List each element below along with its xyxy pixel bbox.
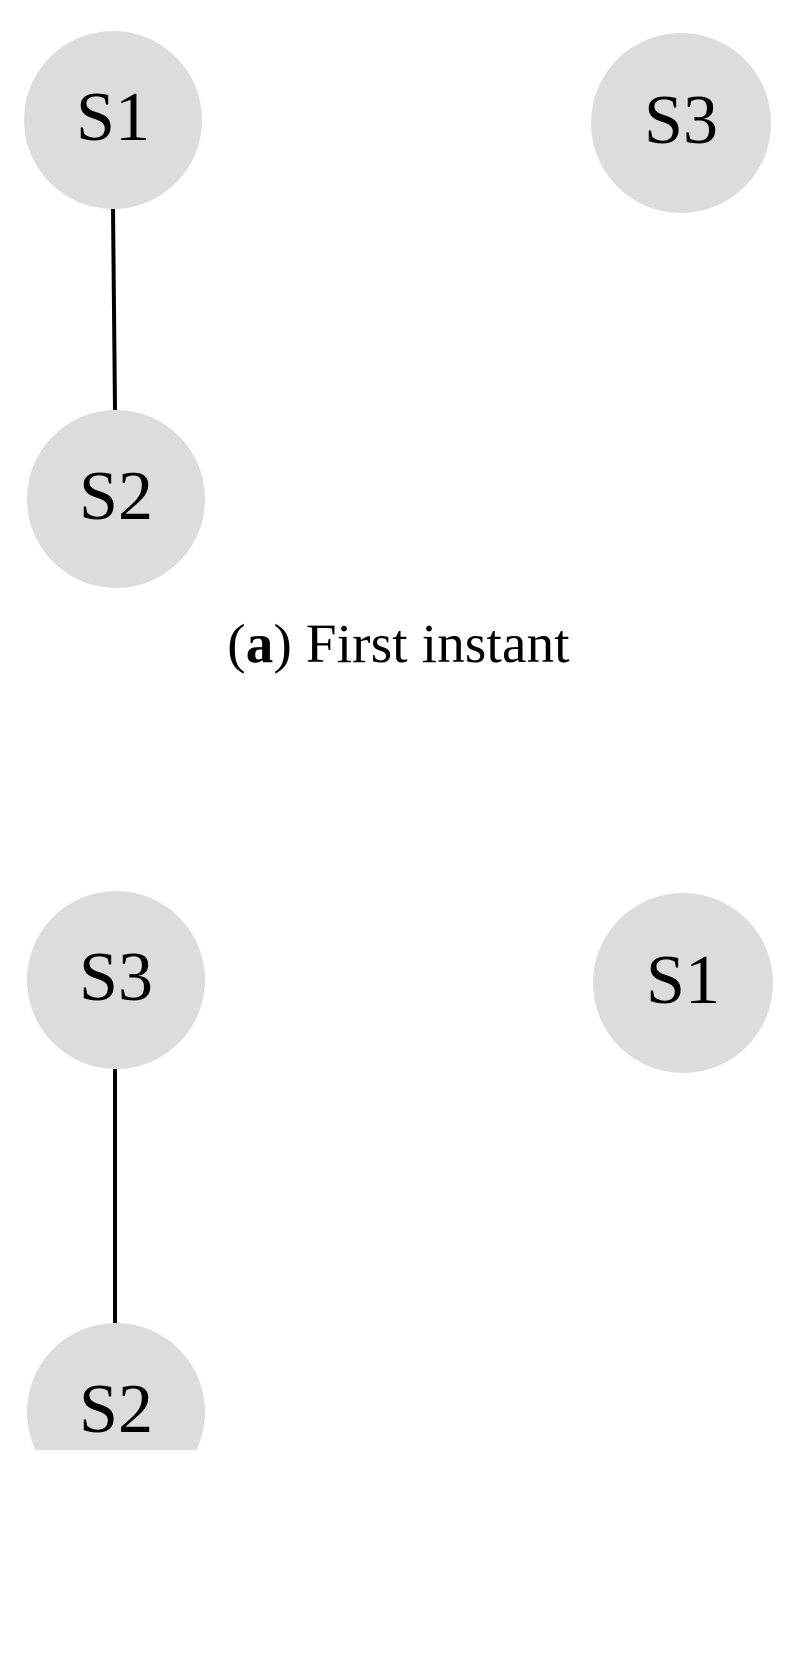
caption-paren-close: ) [273,613,292,674]
graph-a: S1 S3 S2 [0,0,797,620]
node-label: S3 [644,82,718,159]
node-b-1[interactable]: S3 [27,891,205,1069]
graph-b: S3 S1 S2 [0,830,797,1450]
node-b-2[interactable]: S1 [593,893,773,1073]
node-b-3[interactable]: S2 [27,1323,205,1450]
caption-tag-letter: a [245,613,274,674]
panel-second-instant: S3 S1 S2 (b) Second instant [0,830,797,1660]
node-a-2[interactable]: S3 [591,33,771,213]
node-circle[interactable] [593,893,773,1073]
node-label: S2 [79,458,153,535]
node-circle[interactable] [591,33,771,213]
node-circle[interactable] [27,410,205,588]
panel-first-instant: S1 S3 S2 (a) First instant [0,0,797,673]
node-circle[interactable] [27,891,205,1069]
edge-s1-s2 [111,208,117,411]
caption-text: First instant [291,613,570,674]
node-label: S1 [76,79,150,156]
node-circle[interactable] [27,1323,205,1450]
node-label: S1 [646,942,720,1019]
node-a-3[interactable]: S2 [27,410,205,588]
caption-paren-open: ( [227,613,246,674]
node-label: S3 [79,939,153,1016]
node-label: S2 [79,1371,153,1448]
node-circle[interactable] [24,31,202,209]
caption-first-instant: (a) First instant [0,615,797,673]
node-a-1[interactable]: S1 [24,31,202,209]
